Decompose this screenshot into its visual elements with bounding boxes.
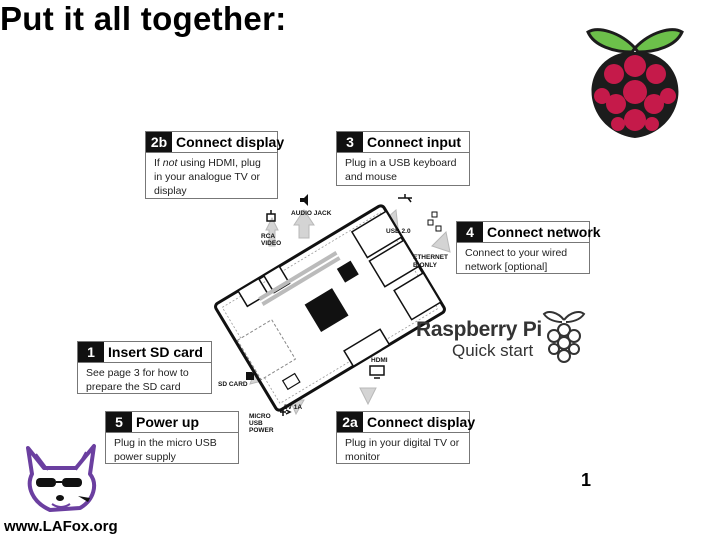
raspberry-outline-icon [542,311,586,363]
callout-title: Connect display [176,134,285,150]
sd-card-label: SD CARD [218,381,248,388]
ethernet-icon [427,211,442,232]
step-number: 2a [337,412,363,432]
sd-card-icon [246,372,254,380]
hdmi-arrow [359,387,377,406]
callout-body: Plug in a USB keyboard and mouse [345,157,457,183]
ethernet-note-label: B ONLY [413,262,437,269]
step-number: 4 [457,222,483,242]
rca-plug-icon [266,210,276,222]
website-url: www.LAFox.org [4,518,118,535]
audio-jack-label: AUDIO JACK [291,210,332,217]
callout-body: If not using HDMI, plug in your analogue… [154,157,261,197]
step-number: 2b [146,132,172,152]
raspberry-pi-wordmark: Raspberry Pi [416,318,542,341]
callout-body: Plug in your digital TV or monitor [345,437,460,463]
ethernet-label: ETHERNET [413,254,449,261]
micro-usb-note-label: 5V 1A [284,404,303,411]
step-number: 1 [78,342,104,362]
callout-title: Connect display [367,414,476,430]
slide-title: Put it all together: [0,0,287,37]
callout-title: Connect network [487,224,601,240]
power-plug-icon [280,408,292,416]
monitor-icon [369,365,385,379]
audio-arrow [293,209,315,239]
raspberry-pi-board-diagram [214,194,451,416]
callout-body: Connect to your wired network [optional] [465,247,568,273]
quick-start-subtitle: Quick start [452,341,534,360]
speaker-icon [300,194,308,206]
page-number: 1 [581,470,592,490]
hdmi-label: HDMI [371,357,388,364]
callout-title: Insert SD card [108,344,203,360]
callout-title: Connect input [367,134,462,150]
callout-body: Plug in the micro USB power supply [114,437,217,463]
step-number: 3 [337,132,363,152]
callout-body: See page 3 for how to prepare the SD car… [86,367,189,393]
micro-usb-label: MICRO USB POWER [249,413,274,434]
callout-title: Power up [136,414,200,430]
step-number: 5 [106,412,132,432]
fox-mascot-logo [26,444,97,512]
raspberry-pi-logo [586,28,684,139]
rca-video-label: RCA VIDEO [261,233,282,247]
ethernet-arrow [431,230,451,253]
rca-arrow [265,216,279,247]
usb-icon [398,194,412,203]
usb-label: USB 2.0 [386,228,411,235]
